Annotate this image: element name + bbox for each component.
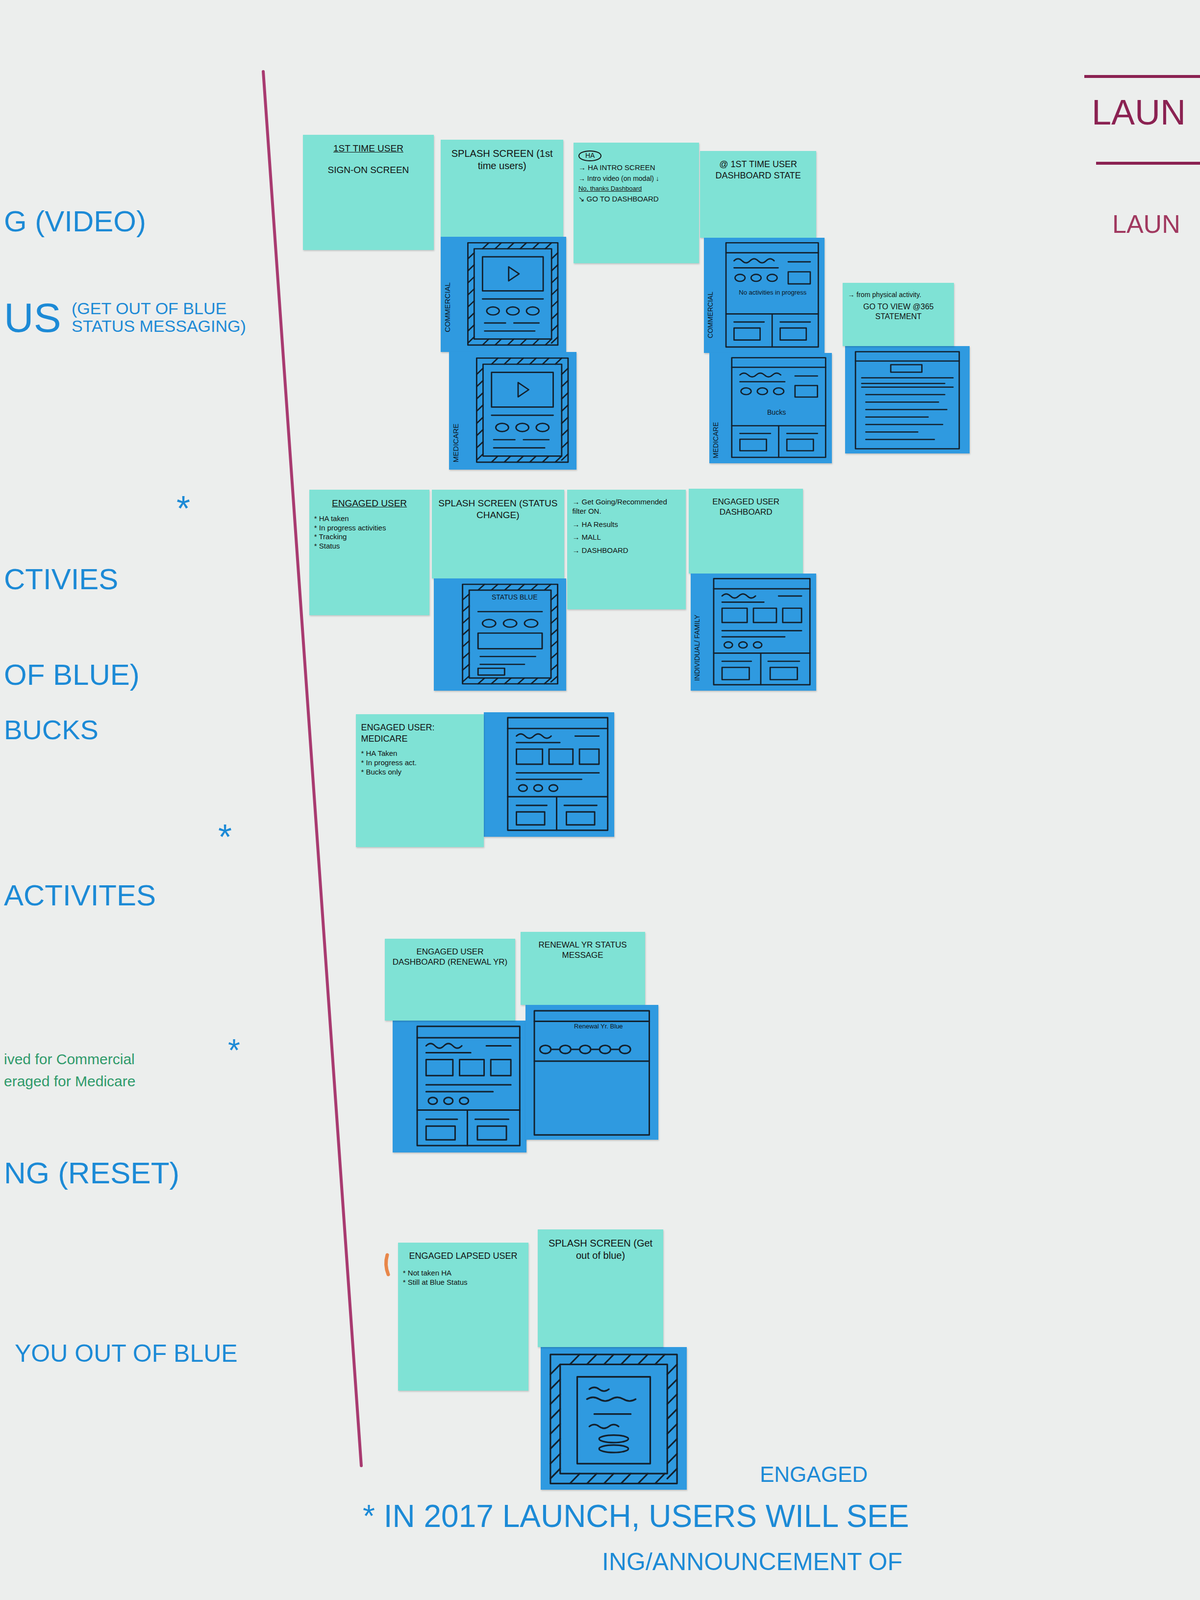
note-text: ENGAGED USER [314,497,425,510]
note-text: * HA taken [314,514,425,524]
sticky-note: → from physical activity.GO TO VIEW @365… [842,282,954,347]
sketch-label: Bucks [746,408,808,418]
sticky-note: ENGAGED USER * HA taken* In progress acti… [309,489,430,616]
sticky-note: SPLASH SCREEN (STATUS CHANGE) [431,489,565,579]
sketch-label: INDIVIDUAL/ FAMILY [693,614,701,681]
marker-text: ived for Commercial [3,1051,135,1068]
marker-text: (GET OUT OF BLUE STATUS MESSAGING) [71,300,253,335]
note-text: → HA Results [572,520,681,530]
note-text: → MALL [572,532,681,543]
orange-mark [385,1254,389,1275]
screen-sketch-note: INDIVIDUAL/ FAMILY [690,573,817,691]
sticky-note: SPLASH SCREEN (Get out of blue) [537,1229,664,1347]
note-text: * Not taken HA [402,1268,524,1278]
sticky-note: ENGAGED USER DASHBOARD (RENEWAL YR) [384,938,516,1021]
note-text: * In progress act. [360,758,479,768]
note-text: → Intro video (on modal) ↓ [578,174,695,184]
marker-text: LAUN [1091,94,1186,132]
sticky-note: → Get Going/Recommended filter ON. → HA R… [567,489,686,610]
note-text: → DASHBOARD [572,546,681,556]
marker-text: ACTIVITES [3,879,156,911]
sticky-note: @ 1ST TIME USER DASHBOARD STATE [700,150,817,238]
marker-text: OF BLUE) [3,659,140,691]
screen-sketch-note: Renewal Yr. Blue [525,1004,659,1140]
sketch-label: STATUS BLUE [473,593,556,602]
note-text: SPLASH SCREEN (1st time users) [445,147,559,173]
sketch-label: MEDICARE [712,422,720,459]
sketch-label: No activities in progress [730,288,815,297]
marker-text: LAUN [1112,210,1181,238]
marker-text: US [3,296,62,340]
sketch-note [392,1020,527,1153]
note-text: ENGAGED USER DASHBOARD [693,496,799,518]
note-text: * HA Taken [360,749,479,759]
note-text: @ 1ST TIME USER DASHBOARD STATE [704,158,812,181]
sticky-note: HA→ HA INTRO SCREEN→ Intro video (on mod… [573,142,700,264]
screen-sketch [449,351,577,470]
sketch-note [540,1347,687,1490]
screen-sketch [440,236,567,352]
rule-line [1084,75,1200,78]
note-text: * In progress activities [314,523,425,533]
sketch-note [845,346,970,454]
marker-text: * [218,818,232,856]
note-text: → Get Going/Recommended filter ON. [572,497,681,517]
sketch-label: MEDICARE [451,423,461,463]
sketch-label: Renewal Yr. Blue [549,1022,648,1031]
note-text: SPLASH SCREEN (STATUS CHANGE) [436,497,560,522]
sticky-note: 1ST TIME USER SIGN-ON SCREEN [302,134,434,250]
screen-sketch-note: MEDICARE [449,351,577,470]
marker-text: ENGAGED [759,1463,868,1486]
note-text: SPLASH SCREEN (Get out of blue) [542,1237,659,1262]
marker-text: * [227,1034,241,1068]
note-text: ENGAGED USER DASHBOARD (RENEWAL YR) [389,946,511,968]
sticky-note: SPLASH SCREEN (1st time users) [440,139,564,237]
marker-text: NG (RESET) [3,1156,180,1189]
note-text: * Still at Blue Status [402,1277,524,1288]
sticky-note: ENGAGED USER DASHBOARD [688,488,803,574]
note-text: GO TO VIEW @365 STATEMENT [847,301,950,322]
note-text: ENGAGED USER: MEDICARE [360,722,479,745]
note-text: ↘ GO TO DASHBOARD [578,194,695,204]
screen-sketch-note: COMMERCIAL No activities in progress [703,237,825,353]
sketch-label: COMMERCIAL [443,282,452,333]
note-text: ENGAGED LAPSED USER [402,1250,524,1262]
underline [1096,161,1200,165]
note-text: → HA INTRO SCREEN [578,163,695,173]
note-text: * Tracking [314,532,425,542]
marker-text: G (VIDEO) [3,205,147,237]
note-text: SIGN-ON SCREEN [307,164,429,176]
note-text: * Bucks only [360,767,479,777]
marker-text: eraged for Medicare [3,1073,136,1090]
screen-sketch-note: STATUS BLUE [433,578,567,691]
note-text: * Status [314,541,425,551]
screen-sketch-note: COMMERCIAL [440,236,567,352]
sketch-note [483,712,615,837]
marker-text: CTIVIES [3,563,119,595]
note-text: No, thanks Dashboard [578,184,695,193]
marker-text: ING/ANNOUNCEMENT OF [601,1549,903,1575]
sketch-label: COMMERCIAL [706,291,715,339]
screen-sketch [690,573,817,691]
note-text: RENEWAL YR STATUS MESSAGE [525,939,641,961]
note-text: → from physical activity. [847,290,950,300]
sticky-note: ENGAGED LAPSED USER * Not taken HA* Still… [398,1242,529,1391]
marker-text: YOU OUT OF BLUE [14,1340,238,1367]
note-text: HA [578,150,602,162]
sticky-note: ENGAGED USER: MEDICARE * HA Taken* In pro… [355,714,484,848]
note-text: 1ST TIME USER [307,142,429,155]
marker-text: * [176,490,191,528]
margin-line [263,71,362,1466]
marker-text: * IN 2017 LAUNCH, USERS WILL SEE [362,1500,909,1533]
marker-text: BUCKS [3,715,99,745]
screen-sketch-note: MEDICARE Bucks [709,352,832,464]
sticky-note: RENEWAL YR STATUS MESSAGE [520,931,646,1006]
